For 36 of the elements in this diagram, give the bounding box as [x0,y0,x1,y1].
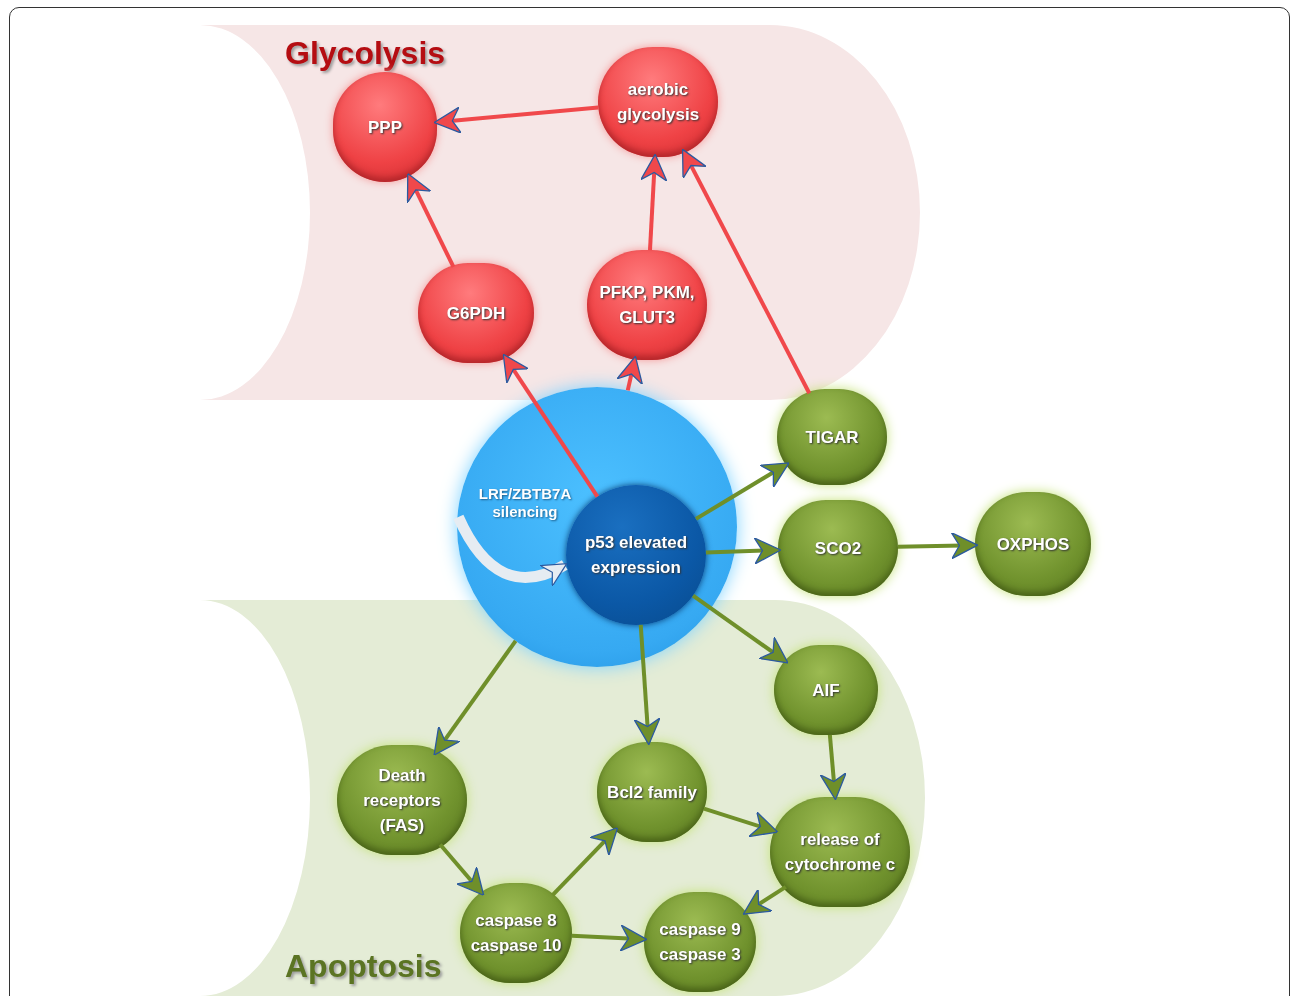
node-label: AIF [812,679,840,702]
arrow [571,924,648,952]
arrow [433,105,599,134]
node-label: caspase 8 caspase 10 [469,910,563,957]
node-label: OXPHOS [996,533,1070,556]
node-label: aerobic glycolysis [615,79,701,126]
arrow [819,734,847,801]
node-label: p53 elevated expression [583,532,689,579]
node-label: Death receptors (FAS) [362,764,442,837]
arrow [691,593,789,664]
arrow [897,532,979,560]
node-label: Bcl2 family [607,781,697,804]
node-label: PPP [368,116,402,139]
band-title: Glycolysis [285,37,446,69]
node-label: LRF/ZBTB7A silencing [477,485,573,521]
arrow [633,624,661,746]
arrow [640,153,668,251]
arrow [406,172,456,268]
arrow [551,827,619,897]
arrow [681,148,812,395]
arrow [502,353,600,498]
arrow [705,537,782,565]
arrow [703,806,779,838]
arrow [616,355,644,391]
arrow [433,639,518,756]
arrow [453,514,568,587]
node-label: PFKP, PKM, GLUT3 [598,282,696,329]
node-label: G6PDH [446,302,506,325]
node-label: SCO2 [814,537,862,560]
arrow [694,462,790,521]
node-label: caspase 9 caspase 3 [658,919,742,966]
arrow [438,843,485,896]
arrow [742,885,787,915]
band-title: Apoptosis [285,950,442,982]
node-label: release of cytochrome c [783,829,897,876]
node-label: TIGAR [805,426,859,449]
